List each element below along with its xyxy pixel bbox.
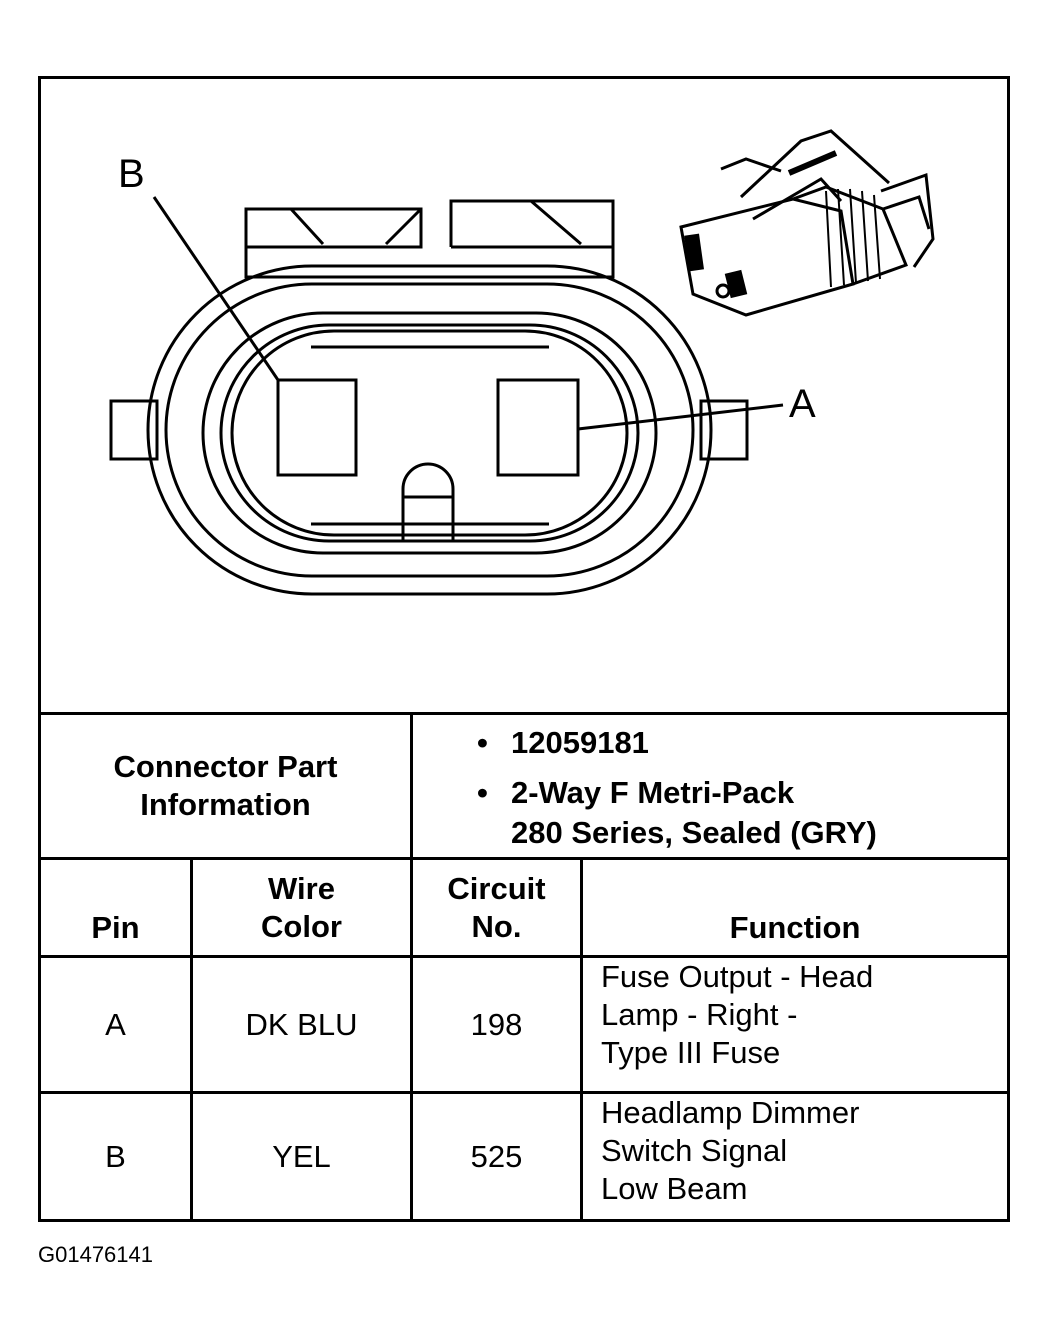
row-a-wire-color: DK BLU (245, 1006, 358, 1042)
latch-tab-right (449, 199, 615, 269)
pin-cavity-a (496, 378, 580, 477)
side-ear-right (699, 399, 749, 461)
side-ear-left (109, 399, 159, 461)
connector-perspective-illustration (679, 129, 935, 317)
header-wire-color-line1: Wire (268, 870, 335, 906)
connector-figure: B A Connector Part Information 120 (38, 76, 1010, 1222)
header-circuit-line1: Circuit (447, 870, 546, 906)
housing-outer (146, 264, 713, 596)
row-b-circuit: 525 (470, 1139, 523, 1174)
connector-info-label-line1: Connector Part (113, 749, 338, 784)
polarization-key (401, 462, 455, 543)
row-b-wire-color: YEL (272, 1139, 331, 1174)
header-wire-color: Wire Color (193, 860, 410, 955)
connector-face-diagram: B A (109, 129, 935, 596)
pin-label-b: B (118, 152, 145, 196)
row-a-pin: A (105, 1006, 126, 1042)
pin-label-a: A (789, 382, 816, 426)
row-b-function-line: Switch Signal (601, 1133, 788, 1168)
row-a-circuit: 198 (470, 1006, 523, 1042)
col-divider-info (410, 712, 413, 1220)
pin-cavity-b (276, 378, 358, 477)
row-a-function: Fuse Output - Head Lamp - Right - Type I… (583, 958, 1007, 1091)
connector-info-item: 2-Way F Metri-Pack 280 Series, Sealed (G… (477, 773, 877, 853)
row-a-function-line: Fuse Output - Head (601, 959, 874, 994)
header-bottom-rule (41, 955, 1007, 958)
header-wire-color-line2: Color (261, 908, 342, 944)
info-bottom-rule (41, 857, 1007, 860)
part-number: 12059181 (511, 725, 649, 760)
col-divider-circuit (580, 857, 583, 1220)
connector-info-list: 12059181 2-Way F Metri-Pack 280 Series, … (477, 723, 877, 853)
connector-info-item: 12059181 (477, 723, 877, 763)
row-divider (41, 1091, 1007, 1094)
row-b-function: Headlamp Dimmer Switch Signal Low Beam (583, 1094, 1007, 1220)
connector-info-label: Connector Part Information (41, 715, 410, 857)
row-a-function-line: Type III Fuse (601, 1035, 781, 1070)
header-circuit-line2: No. (471, 908, 522, 944)
row-b-function-line: Low Beam (601, 1171, 748, 1206)
leader-line-a (577, 403, 784, 431)
header-circuit: Circuit No. (413, 860, 580, 955)
header-function: Function (729, 910, 861, 945)
connector-type-line1: 2-Way F Metri-Pack (511, 775, 795, 810)
table-top-rule (41, 712, 1007, 715)
header-pin: Pin (91, 910, 140, 945)
row-a-function-line: Lamp - Right - (601, 997, 798, 1032)
connector-type-line2: 280 Series, Sealed (GRY) (511, 815, 877, 850)
col-divider-pin (190, 857, 193, 1220)
row-b-function-line: Headlamp Dimmer (601, 1095, 860, 1130)
leader-line-b (152, 196, 280, 381)
row-b-pin: B (105, 1139, 126, 1174)
latch-tab-left (244, 207, 423, 269)
connector-info-label-line2: Information (140, 787, 311, 822)
figure-id: G01476141 (38, 1242, 153, 1267)
